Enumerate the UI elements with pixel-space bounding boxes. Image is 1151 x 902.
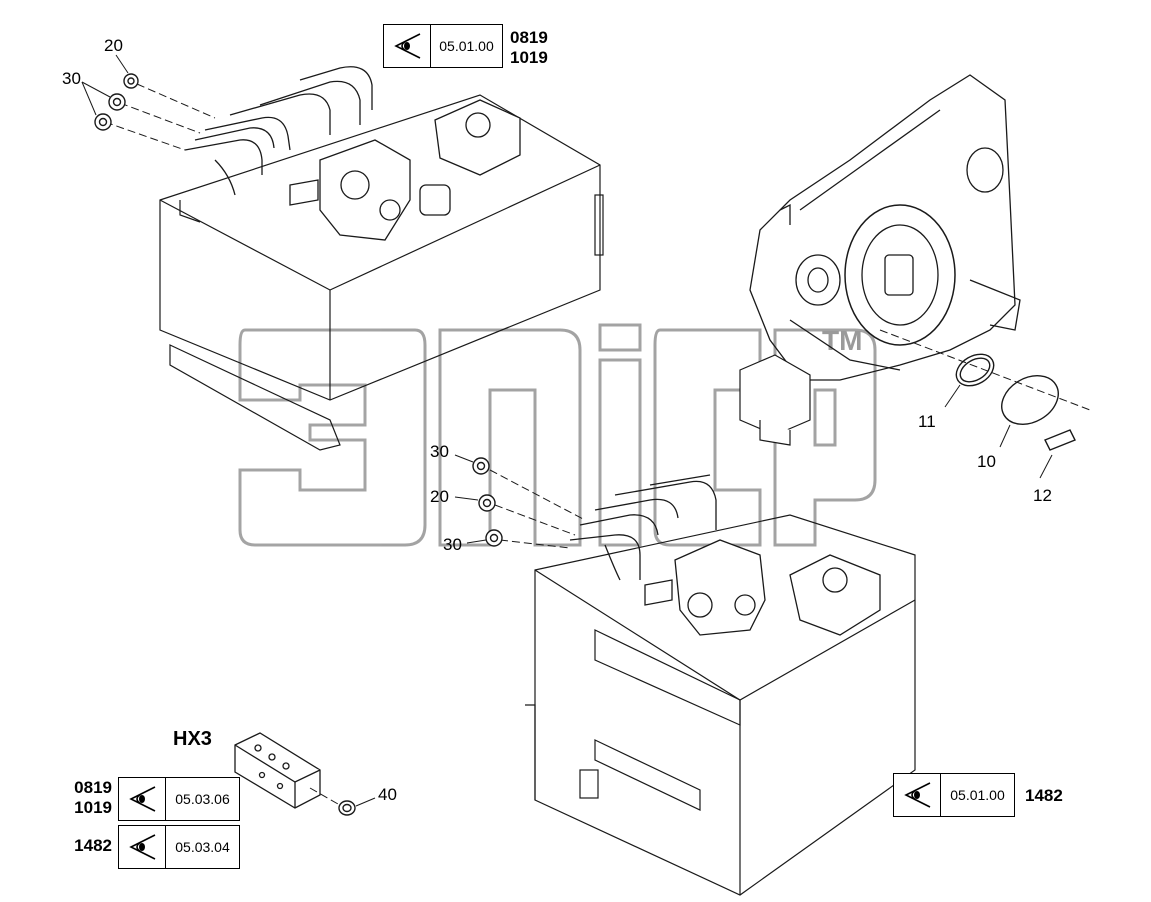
eye-icon — [119, 778, 166, 820]
callout-20-mid: 20 — [430, 487, 449, 506]
ref-codes-top: 0819 1019 — [510, 28, 570, 68]
cover-leaders — [944, 384, 1053, 479]
lower-fittings — [472, 457, 503, 547]
hx3-block — [234, 732, 321, 809]
code: 1482 — [1025, 786, 1063, 805]
lower-hoses — [569, 474, 717, 581]
cover-parts — [955, 353, 1076, 451]
transmission-housing — [749, 74, 1021, 381]
lower-fitting-leaders — [489, 469, 586, 549]
assembly-label: HX3 — [173, 728, 212, 750]
upper-callout-leaders — [81, 54, 129, 116]
ref-codes-hx3-b: 1482 — [52, 836, 112, 856]
callout-40: 40 — [378, 785, 397, 804]
code: 0819 — [74, 778, 112, 797]
code: 1482 — [74, 836, 112, 855]
transmission-bracket — [739, 354, 811, 446]
hx3-plug — [338, 800, 356, 816]
eye-icon — [384, 25, 431, 67]
upper-pump — [289, 99, 521, 241]
eye-icon — [894, 774, 941, 816]
ref-box-hx3-a[interactable]: 05.03.06 — [118, 777, 240, 821]
lower-callout-leaders — [454, 454, 487, 544]
ref-number: 05.01.00 — [439, 38, 494, 54]
callout-20-top: 20 — [104, 36, 123, 55]
callout-12: 12 — [1033, 486, 1052, 505]
ref-box-top[interactable]: 05.01.00 — [383, 24, 503, 68]
code: 1019 — [74, 798, 112, 817]
lower-tank — [525, 514, 916, 896]
code: 1019 — [510, 48, 548, 67]
ref-number: 05.01.00 — [950, 787, 1005, 803]
code: 0819 — [510, 28, 548, 47]
callout-30-mid-a: 30 — [430, 442, 449, 461]
ref-number: 05.03.04 — [175, 839, 230, 855]
ref-number: 05.03.06 — [175, 791, 230, 807]
callout-30-mid-b: 30 — [443, 535, 462, 554]
upper-hoses — [184, 66, 373, 196]
upper-fittings — [94, 73, 139, 131]
upper-fitting-leaders — [104, 83, 216, 151]
lower-pump — [644, 539, 881, 636]
callout-10: 10 — [977, 452, 996, 471]
eye-icon — [119, 826, 166, 868]
callout-30-top: 30 — [62, 69, 81, 88]
ref-codes-hx3-a: 0819 1019 — [52, 778, 112, 818]
ref-box-bottom-right[interactable]: 05.01.00 — [893, 773, 1015, 817]
watermark-tm: TM — [822, 325, 862, 356]
watermark-logo — [238, 323, 877, 547]
ref-box-hx3-b[interactable]: 05.03.04 — [118, 825, 240, 869]
callout-11: 11 — [918, 412, 936, 431]
ref-codes-bottom-right: 1482 — [1025, 786, 1075, 806]
upper-tank — [159, 94, 604, 451]
